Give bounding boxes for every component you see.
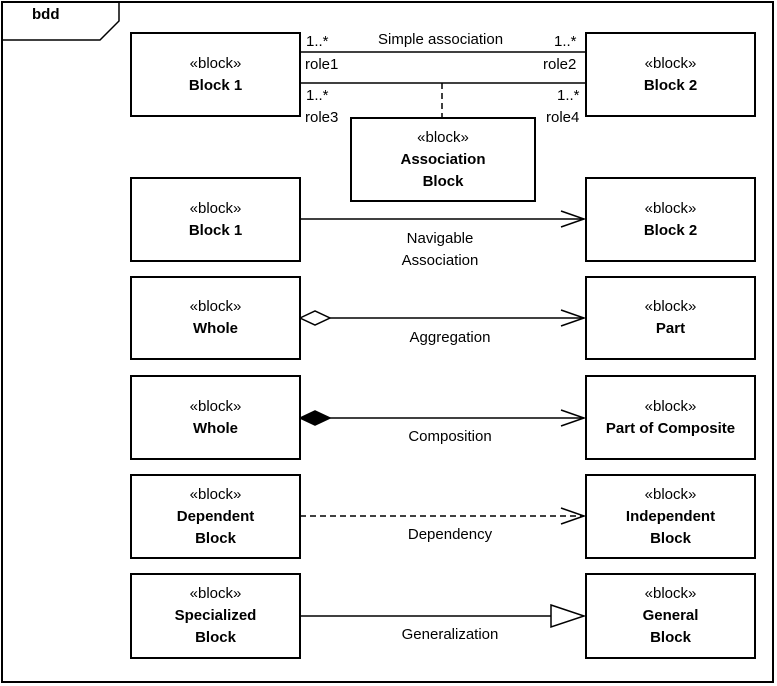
label-line-1: Composition (408, 428, 492, 445)
block-part[interactable]: «block» Part (585, 276, 756, 360)
block-stereotype: «block» (644, 54, 697, 72)
block-whole-composition[interactable]: «block» Whole (130, 375, 301, 460)
label-line-1: Aggregation (409, 329, 491, 346)
navigable-arrowhead (560, 210, 587, 228)
block-general-block[interactable]: «block» General Block (585, 573, 756, 659)
block-stereotype: «block» (189, 485, 242, 503)
block-specialized-block[interactable]: «block» Specialized Block (130, 573, 301, 659)
composition-label: Composition (392, 426, 508, 448)
block-name: Block 1 (188, 221, 243, 239)
block-block-1-navigable[interactable]: «block» Block 1 (130, 177, 301, 262)
multiplicity-bottom-right: 1..* (557, 87, 580, 104)
aggregation-hollow-diamond (298, 310, 332, 326)
label-line-2: Association (401, 252, 479, 269)
block-name: Whole (193, 419, 238, 437)
label-line-1: Dependency (407, 526, 493, 543)
block-name: Block 1 (188, 76, 243, 94)
block-block-2-navigable[interactable]: «block» Block 2 (585, 177, 756, 262)
block-stereotype: «block» (417, 128, 469, 146)
block-name: Part of Composite (605, 419, 736, 437)
block-name-line-2: Block (195, 529, 236, 547)
block-block-1-simple[interactable]: «block» Block 1 (130, 32, 301, 117)
block-name: Block 2 (643, 221, 698, 239)
composition-filled-diamond (298, 410, 332, 426)
block-stereotype: «block» (644, 585, 697, 602)
multiplicity-top-left: 1..* (306, 33, 329, 50)
role-bottom-right: role4 (546, 109, 580, 126)
block-stereotype: «block» (189, 585, 242, 602)
generalization-label: Generalization (382, 624, 518, 646)
block-name: Part (655, 320, 686, 337)
aggregation-arrowhead (560, 309, 587, 327)
aggregation-label: Aggregation (392, 327, 508, 349)
block-name-line-1: Association (400, 150, 486, 168)
multiplicity-bottom-left: 1..* (306, 87, 329, 104)
simple-association-label: Simple association (378, 31, 504, 48)
block-name-line-1: Specialized (174, 607, 257, 624)
block-name: Whole (193, 320, 238, 337)
frame-label: bdd (32, 6, 60, 23)
navigable-association-label: Navigable Association (392, 228, 488, 272)
block-name-line-2: Block (650, 629, 691, 646)
block-name-line-2: Block (195, 629, 236, 646)
block-name-line-2: Block (650, 529, 691, 547)
block-name: Block 2 (643, 76, 698, 94)
block-stereotype: «block» (189, 298, 242, 315)
composition-arrowhead (560, 409, 587, 427)
dependency-arrowhead (560, 507, 587, 525)
label-line-1: Navigable (406, 230, 474, 247)
block-stereotype: «block» (189, 397, 242, 415)
block-stereotype: «block» (644, 397, 697, 415)
block-whole-aggregation[interactable]: «block» Whole (130, 276, 301, 360)
block-stereotype: «block» (189, 199, 242, 217)
generalization-hollow-triangle (550, 603, 587, 629)
role-top-right: role2 (543, 56, 577, 73)
block-stereotype: «block» (644, 485, 697, 503)
block-block-2-simple[interactable]: «block» Block 2 (585, 32, 756, 117)
block-association-block[interactable]: «block» Association Block (350, 117, 536, 202)
block-name-line-1: General (642, 607, 699, 624)
block-name-line-1: Dependent (176, 507, 255, 525)
dependency-label: Dependency (392, 524, 508, 546)
block-independent-block[interactable]: «block» Independent Block (585, 474, 756, 559)
label-line-1: Generalization (401, 626, 499, 643)
block-stereotype: «block» (189, 54, 242, 72)
block-stereotype: «block» (644, 298, 697, 315)
block-dependent-block[interactable]: «block» Dependent Block (130, 474, 301, 559)
multiplicity-top-right: 1..* (554, 33, 577, 50)
block-name-line-2: Block (422, 172, 464, 190)
block-part-of-composite[interactable]: «block» Part of Composite (585, 375, 756, 460)
role-bottom-left: role3 (305, 109, 339, 126)
block-name-line-1: Independent (625, 507, 716, 525)
block-stereotype: «block» (644, 199, 697, 217)
role-top-left: role1 (305, 56, 339, 73)
